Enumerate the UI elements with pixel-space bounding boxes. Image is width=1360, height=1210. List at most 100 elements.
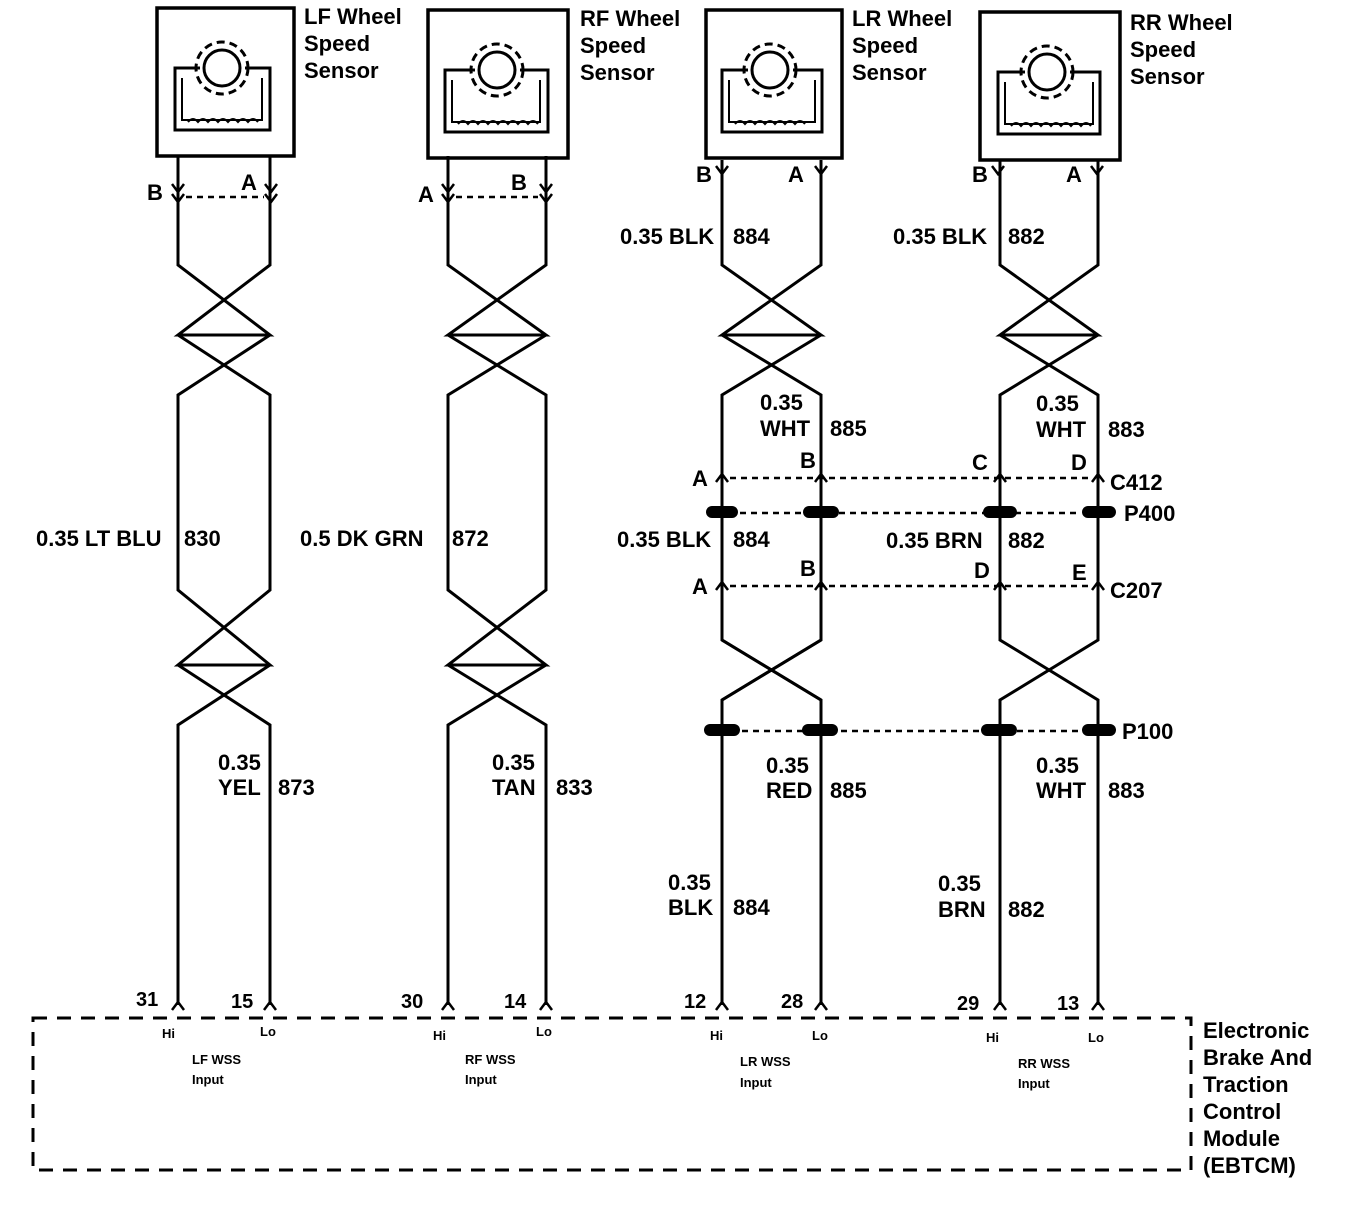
- c207-pin-e: E: [1072, 560, 1087, 585]
- rr-sensor-title-3: Sensor: [1130, 64, 1205, 89]
- rr-brn-gauge: 0.35: [938, 871, 981, 896]
- module-title-4: Control: [1203, 1099, 1281, 1124]
- lr-sensor-icon: [720, 42, 824, 134]
- module-title-6: (EBTCM): [1203, 1153, 1296, 1178]
- lr-pin-b: B: [696, 162, 712, 187]
- rf-sensor-title-1: RF Wheel: [580, 6, 680, 31]
- c207-pin-a: A: [692, 574, 708, 599]
- lf-wss-label-2: Input: [192, 1072, 224, 1087]
- c412-pin-a: A: [692, 466, 708, 491]
- module-title-2: Brake And: [1203, 1045, 1312, 1070]
- rr-mid-wire-num: 882: [1008, 528, 1045, 553]
- rf-wss-label-2: Input: [465, 1072, 497, 1087]
- rr-wht-gauge: 0.35: [1036, 753, 1079, 778]
- rf-pin-b: B: [511, 170, 527, 195]
- rr-wss-label-1: RR WSS: [1018, 1056, 1070, 1071]
- rf-sensor-title-2: Speed: [580, 33, 646, 58]
- rr-brn-num: 882: [1008, 897, 1045, 922]
- lr-lo-pin-num: 28: [781, 991, 803, 1013]
- lr-sensor: LR Wheel Speed Sensor: [704, 6, 952, 160]
- rf-pin-a: A: [418, 182, 434, 207]
- lr-mid-wire-num: 884: [733, 527, 770, 552]
- rf-sensor-title-3: Sensor: [580, 60, 655, 85]
- lr-red-color: RED: [766, 778, 812, 803]
- lr-lo-label: Lo: [812, 1028, 828, 1043]
- rf-mid-wire-color: 0.5 DK GRN: [300, 526, 423, 551]
- lr-wss-label-1: LR WSS: [740, 1054, 791, 1069]
- lf-lo-label: Lo: [260, 1024, 276, 1039]
- rf-low-num: 833: [556, 775, 593, 800]
- lf-lo-pin-num: 15: [231, 991, 253, 1013]
- lr-sensor-title-3: Sensor: [852, 60, 927, 85]
- lf-low-gauge: 0.35: [218, 750, 261, 775]
- lr-upper-color: WHT: [760, 416, 811, 441]
- rr-wire-pair: [995, 160, 1103, 1005]
- rr-wht-num: 883: [1108, 778, 1145, 803]
- lr-wire-pair: [717, 160, 826, 1005]
- rr-sensor-title-2: Speed: [1130, 37, 1196, 62]
- rf-lo-label: Lo: [536, 1024, 552, 1039]
- lr-sensor-title-1: LR Wheel: [852, 6, 952, 31]
- rr-hi-label: Hi: [986, 1030, 999, 1045]
- lf-pin-b: B: [147, 180, 163, 205]
- lr-blk-gauge: 0.35: [668, 870, 711, 895]
- lr-wss-label-2: Input: [740, 1075, 772, 1090]
- rr-upper-gauge: 0.35: [1036, 391, 1079, 416]
- lr-hi-pin-num: 12: [684, 991, 706, 1013]
- lr-top-wire-num: 884: [733, 224, 770, 249]
- p400-label: P400: [1124, 501, 1175, 526]
- lr-blk-num: 884: [733, 895, 770, 920]
- rr-pin-a: A: [1066, 162, 1082, 187]
- lr-sensor-title-2: Speed: [852, 33, 918, 58]
- lr-hi-label: Hi: [710, 1028, 723, 1043]
- c207-pin-b: B: [800, 556, 816, 581]
- rf-wire-pair: [443, 156, 551, 1005]
- lf-sensor-title-2: Speed: [304, 31, 370, 56]
- module-title-3: Traction: [1203, 1072, 1289, 1097]
- rr-lo-label: Lo: [1088, 1030, 1104, 1045]
- c207-label: C207: [1110, 578, 1163, 603]
- lr-upper-gauge: 0.35: [760, 390, 803, 415]
- lr-red-num: 885: [830, 778, 867, 803]
- rr-pin-b: B: [972, 162, 988, 187]
- rf-hi-label: Hi: [433, 1028, 446, 1043]
- rr-lo-pin-num: 13: [1057, 993, 1079, 1015]
- lr-upper-num: 885: [830, 416, 867, 441]
- lf-mid-wire-color: 0.35 LT BLU: [36, 526, 162, 551]
- rr-hi-pin-num: 29: [957, 993, 979, 1015]
- c412-pin-d: D: [1071, 450, 1087, 475]
- inline-connectors: A B C D C412 P400 A B D E C207 P100: [692, 448, 1175, 744]
- rr-upper-color: WHT: [1036, 417, 1087, 442]
- lf-low-color: YEL: [218, 775, 261, 800]
- lf-hi-label: Hi: [162, 1026, 175, 1041]
- c412-pin-c: C: [972, 450, 988, 475]
- rr-wht-color: WHT: [1036, 778, 1087, 803]
- lr-blk-color: BLK: [668, 895, 713, 920]
- lf-sensor-title-3: Sensor: [304, 58, 379, 83]
- lf-wire-pair: [173, 156, 275, 1005]
- lf-pin-a: A: [241, 170, 257, 195]
- c412-label: C412: [1110, 470, 1163, 495]
- rr-sensor-title-1: RR Wheel: [1130, 10, 1233, 35]
- c412-pin-b: B: [800, 448, 816, 473]
- lr-mid-wire-color: 0.35 BLK: [617, 527, 711, 552]
- module-title-1: Electronic: [1203, 1018, 1309, 1043]
- rr-wss-label-2: Input: [1018, 1076, 1050, 1091]
- rf-mid-wire-num: 872: [452, 526, 489, 551]
- rr-top-wire-color: 0.35 BLK: [893, 224, 987, 249]
- lf-sensor: LF Wheel Speed Sensor: [155, 4, 402, 158]
- lf-hi-pin-num: 31: [136, 989, 158, 1011]
- rf-sensor-icon: [443, 42, 550, 134]
- c207-pin-d: D: [974, 558, 990, 583]
- lr-pin-a: A: [788, 162, 804, 187]
- rr-top-wire-num: 882: [1008, 224, 1045, 249]
- module-title-5: Module: [1203, 1126, 1280, 1151]
- rf-hi-pin-num: 30: [401, 991, 423, 1013]
- rr-mid-wire-color: 0.35 BRN: [886, 528, 983, 553]
- rr-brn-color: BRN: [938, 897, 986, 922]
- rf-sensor: RF Wheel Speed Sensor: [426, 6, 680, 160]
- lf-low-num: 873: [278, 775, 315, 800]
- rr-sensor-icon: [996, 44, 1102, 136]
- rr-sensor: RR Wheel Speed Sensor: [978, 10, 1233, 162]
